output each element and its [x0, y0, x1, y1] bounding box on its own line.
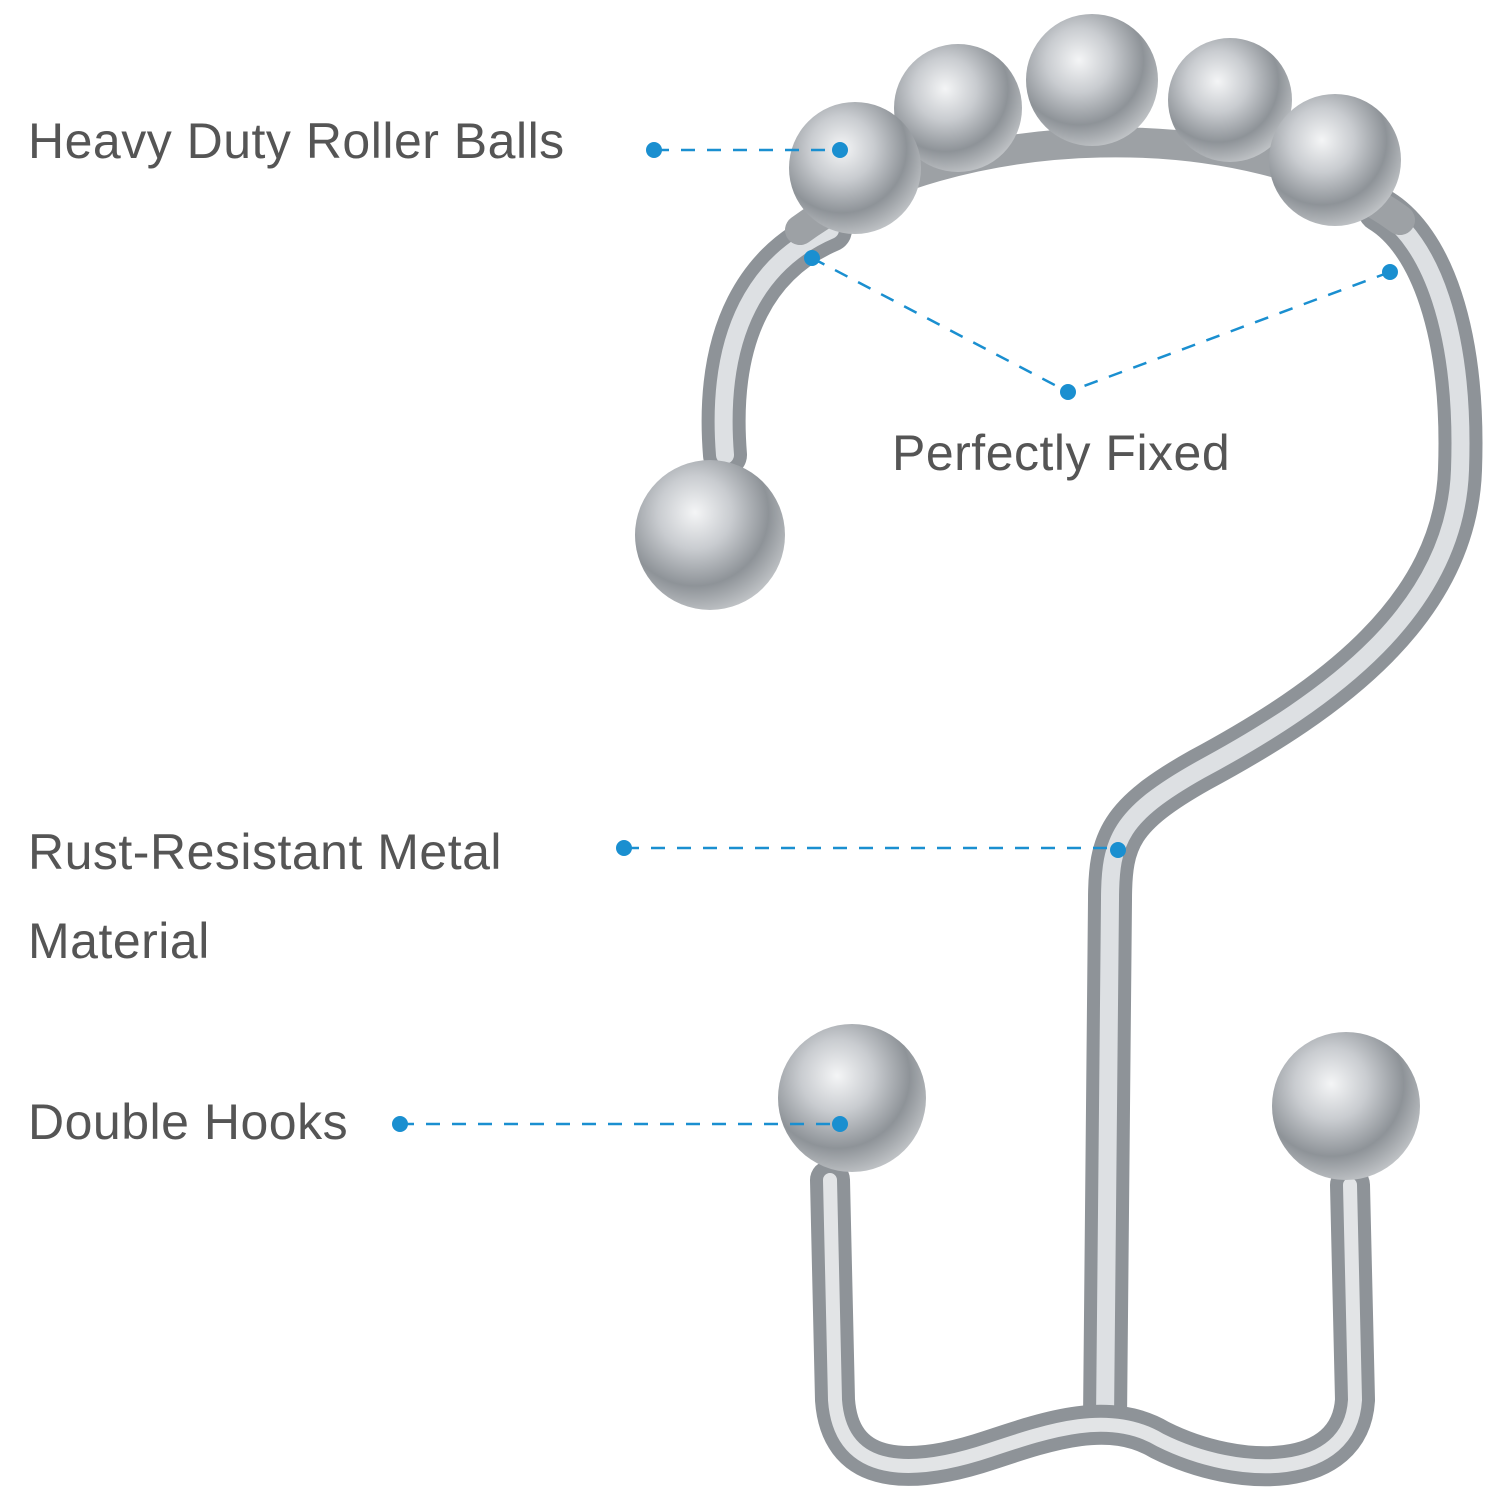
callout-dot — [804, 250, 820, 266]
roller-balls — [789, 14, 1401, 234]
callout-dot — [616, 840, 632, 856]
callout-dot — [832, 142, 848, 158]
label-material-line1: Rust-Resistant Metal — [28, 824, 503, 880]
callout-line-fixed-left — [811, 256, 1069, 394]
label-material-line2: Material — [28, 913, 210, 969]
roller-ball — [789, 102, 921, 234]
label-roller-balls: Heavy Duty Roller Balls — [28, 113, 565, 169]
label-double-hooks: Double Hooks — [28, 1094, 349, 1150]
roller-ball — [1269, 94, 1401, 226]
callout-lines — [400, 148, 1391, 1126]
end-ball — [635, 460, 785, 610]
hook-rod — [701, 127, 1483, 1487]
callout-dot — [1382, 264, 1398, 280]
callout-dots — [392, 142, 1398, 1132]
callout-line-fixed-right — [1067, 270, 1391, 394]
hook-end-ball-right — [1272, 1032, 1420, 1180]
callout-dot — [1110, 842, 1126, 858]
callout-dot — [646, 142, 662, 158]
hook-end-ball-left — [778, 1024, 926, 1172]
label-perfectly-fixed: Perfectly Fixed — [892, 425, 1231, 481]
callout-dot — [1060, 384, 1076, 400]
roller-ball — [1026, 14, 1158, 146]
roller-ball — [1168, 38, 1292, 162]
roller-ball — [894, 44, 1022, 172]
callout-dot — [392, 1116, 408, 1132]
callout-dot — [832, 1116, 848, 1132]
